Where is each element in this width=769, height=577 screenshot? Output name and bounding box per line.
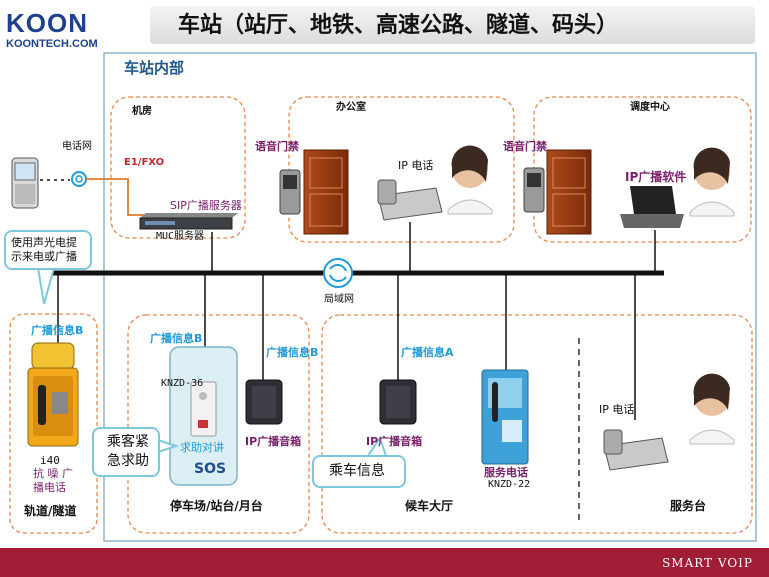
- laptop-icon: [620, 186, 684, 228]
- operator-icon-dispatch: [689, 147, 735, 217]
- parking-box: [127, 314, 310, 534]
- i40-desc-line2: 播电话: [33, 481, 66, 494]
- operator-icon-office: [447, 145, 493, 215]
- door-icon-office: [303, 149, 349, 235]
- callout-pointer-sound: [37, 267, 55, 305]
- callout-ride-info-text: 乘车信息: [329, 463, 385, 479]
- footer-brand: SMART VOIP: [662, 556, 753, 570]
- ip-speaker-icon-2: [379, 379, 417, 425]
- ip-speaker-icon-1: [245, 379, 283, 425]
- service-phone-icon: [481, 369, 529, 465]
- logo-text: KOON: [6, 8, 88, 38]
- muc-server-label: MUC服务器: [156, 231, 205, 242]
- knzd36-label: KNZD-36: [161, 378, 204, 389]
- network-diagram: [9, 52, 757, 542]
- sos-label: SOS: [194, 461, 227, 477]
- phone-network-label: 电话网: [62, 141, 92, 152]
- sos-intercom-panel: [169, 346, 238, 486]
- ip-speaker-label-2: IP广播音箱: [366, 435, 423, 448]
- ip-phone-office-label: IP 电话: [398, 159, 434, 172]
- emergency-phone-icon-i40: [27, 342, 79, 447]
- parking-zone-label: 停车场/站台/月台: [170, 499, 263, 513]
- callout-passenger-help-line2: 急求助: [107, 453, 149, 469]
- broadcast-info-a: 广播信息A: [401, 346, 454, 359]
- sip-server-label: SIP广播服务器: [170, 199, 242, 212]
- machine-room-label: 机房: [132, 106, 152, 117]
- lan-label: 局域网: [324, 294, 354, 305]
- broadcast-info-b-speaker: 广播信息B: [266, 346, 319, 359]
- callout-passenger-help: 乘客紧 急求助: [92, 427, 160, 477]
- footer-bar: SMART VOIP: [0, 548, 769, 577]
- drop-lines: [57, 222, 656, 420]
- callout-pointer-ride: [367, 435, 387, 457]
- operator-icon-service: [689, 373, 735, 445]
- access-panel-icon-dispatch: [523, 167, 545, 213]
- office-label: 办公室: [336, 102, 366, 113]
- broadcast-info-b-tunnel: 广播信息B: [31, 324, 84, 337]
- logo-subtext: KOONTECH.COM: [6, 38, 98, 50]
- muc-server-icon: [139, 213, 238, 230]
- ip-phone-icon-service: [603, 429, 669, 471]
- ip-broadcast-software-label: IP广播软件: [625, 170, 687, 184]
- callout-passenger-help-line1: 乘客紧: [107, 434, 149, 450]
- service-zone-label: 服务台: [670, 499, 707, 513]
- e1-link: [86, 178, 150, 216]
- logo: KOON KOONTECH.COM: [4, 6, 142, 52]
- ip-phone-service-label: IP 电话: [599, 403, 635, 416]
- voice-access-label-1: 语音门禁: [255, 140, 299, 153]
- machine-room-box: [110, 96, 246, 239]
- i40-desc-line1: 抗 噪 广: [33, 467, 73, 480]
- tunnel-zone-label: 轨道/隧道: [24, 504, 77, 518]
- page-title: 车站（站厅、地铁、高速公路、隧道、码头）: [178, 13, 619, 38]
- voice-access-label-2: 语音门禁: [503, 140, 547, 153]
- hall-box: [321, 314, 753, 534]
- help-intercom-label: 求助对讲: [180, 441, 224, 454]
- phone-network-icon: [71, 171, 87, 187]
- lan-icon: [323, 258, 353, 288]
- ip-speaker-label-1: IP广播音箱: [245, 435, 302, 448]
- mobile-phone-icon: [11, 157, 39, 209]
- title-bar: [150, 6, 755, 44]
- dispatch-label: 调度中心: [630, 102, 670, 113]
- main-frame: [103, 52, 757, 542]
- i40-label: i40: [40, 454, 60, 467]
- door-icon-dispatch: [546, 149, 592, 235]
- tunnel-box: [9, 313, 98, 534]
- knzd22-label: KNZD-22: [488, 479, 531, 490]
- hall-zone-label: 候车大厅: [405, 499, 454, 513]
- service-phone-label: 服务电话: [484, 466, 528, 479]
- e1-fxo-label: E1/FXO: [124, 157, 165, 168]
- broadcast-info-b-parking: 广播信息B: [150, 332, 203, 345]
- callout-ride-info: 乘车信息: [312, 455, 406, 488]
- ip-phone-icon-office: [377, 179, 443, 221]
- callout-pointer-help: [157, 439, 180, 453]
- callout-sound-light: 使用声光电提示来电或广播: [4, 230, 92, 270]
- main-frame-label: 车站内部: [124, 59, 185, 77]
- callout-sound-light-text: 使用声光电提示来电或广播: [11, 236, 77, 263]
- access-panel-icon-office: [279, 169, 301, 215]
